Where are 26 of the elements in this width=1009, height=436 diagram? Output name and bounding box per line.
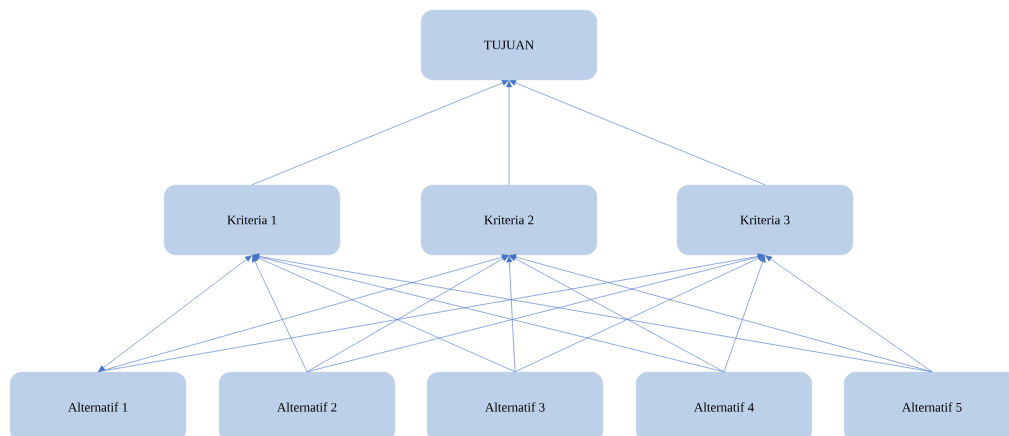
- arrow: [306, 255, 509, 373]
- arrow: [252, 255, 516, 373]
- rounded-box: Alternatif 5: [843, 371, 1009, 436]
- arrow: [98, 255, 252, 372]
- arrow: [509, 254, 933, 373]
- rounded-box: Alternatif 2: [218, 371, 396, 436]
- rounded-box: Alternatif 4: [635, 371, 813, 436]
- arrow: [306, 254, 765, 373]
- arrow: [765, 255, 933, 373]
- rounded-box: Kriteria 1: [163, 184, 341, 256]
- rounded-box: Alternatif 3: [426, 371, 604, 436]
- arrow: [252, 255, 308, 373]
- arrow: [251, 80, 509, 186]
- arrow: [252, 253, 725, 373]
- arrow: [506, 80, 512, 186]
- arrow: [723, 255, 766, 373]
- rounded-box: Kriteria 3: [676, 184, 854, 256]
- rounded-box: Kriteria 2: [420, 184, 598, 256]
- rounded-box: Alternatif 1: [9, 371, 187, 436]
- goal-box: TUJUAN: [420, 9, 598, 81]
- arrow: [514, 255, 765, 373]
- arrow: [97, 253, 765, 373]
- arrow: [509, 255, 725, 373]
- arrow: [509, 80, 766, 186]
- arrow: [97, 254, 509, 373]
- arrow: [506, 255, 516, 373]
